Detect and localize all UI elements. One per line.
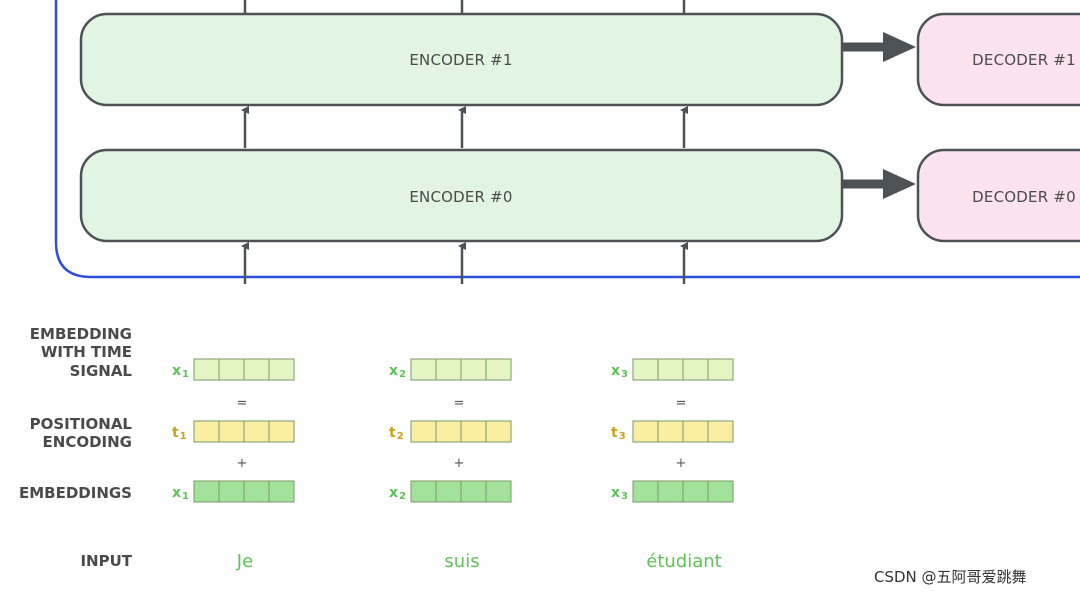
- positional-vector-cell: [485, 420, 512, 443]
- time-signal-vector-cell: [435, 358, 462, 381]
- row-label-embeddings: EMBEDDINGS: [19, 484, 132, 502]
- embeddings-vector-1: x1: [172, 480, 295, 503]
- time-signal-vector-cell: [682, 358, 709, 381]
- positional-vector-1: t1: [172, 420, 295, 443]
- time-signal-vector-cell: [268, 358, 295, 381]
- time-signal-vector-cell: [410, 358, 437, 381]
- time-signal-vector-cell: [193, 358, 220, 381]
- encoder-1-label: ENCODER #1: [409, 51, 512, 69]
- row-label-input: INPUT: [80, 552, 132, 570]
- plus-operator: +: [237, 456, 248, 471]
- embeddings-vector-cell: [707, 480, 734, 503]
- time-signal-vector-cell: [218, 358, 245, 381]
- encoder-0: ENCODER #0: [79, 148, 844, 243]
- positional-vector-cell: [460, 420, 487, 443]
- plus-operator: +: [676, 456, 687, 471]
- time-signal-vector-symbol: x1: [172, 363, 189, 380]
- embeddings-vector-symbol: x3: [611, 485, 628, 502]
- input-word-3: étudiant: [646, 551, 721, 572]
- plus-operator: +: [454, 456, 465, 471]
- time-signal-vector-cell: [243, 358, 270, 381]
- time-signal-vector-3: x3: [611, 358, 734, 381]
- embeddings-vector-3: x3: [611, 480, 734, 503]
- mid-arrows: [241, 106, 688, 148]
- watermark: CSDN @五阿哥爱跳舞: [874, 568, 1027, 586]
- embeddings-vector-cell: [657, 480, 684, 503]
- embeddings-vector-symbol: x2: [389, 485, 406, 502]
- row-label-positional: POSITIONAL ENCODING: [30, 415, 133, 451]
- decoder-1-label: DECODER #1: [972, 51, 1076, 69]
- embeddings-vector-cell: [193, 480, 220, 503]
- equals-operator: =: [454, 396, 465, 411]
- positional-vector-cell: [410, 420, 437, 443]
- time-signal-vector-symbol: x3: [611, 363, 628, 380]
- positional-vector-cell: [657, 420, 684, 443]
- positional-vector-cell: [435, 420, 462, 443]
- positional-vector-cell: [243, 420, 270, 443]
- input-word-1: Je: [236, 551, 253, 572]
- row-label-positional-line-2: ENCODING: [43, 433, 132, 451]
- row-label-time-signal-line-3: SIGNAL: [70, 362, 133, 380]
- row-label-positional-line-1: POSITIONAL: [30, 415, 133, 433]
- encoder-1-box: [79, 12, 844, 107]
- vector-columns: x1 t1 x1 = + Je x2 t2 x2 = + suis x3 t3 x3 = + étudiant: [172, 358, 734, 572]
- embeddings-vector-2: x2: [389, 480, 512, 503]
- bottom-arrows: [241, 242, 688, 284]
- encoder-0-label: ENCODER #0: [409, 188, 512, 206]
- time-signal-vector-2: x2: [389, 358, 512, 381]
- time-signal-vector-cell: [707, 358, 734, 381]
- decoder-0: DECODER #0: [916, 148, 1080, 243]
- encoder-1-to-decoder-1-arrow: [843, 32, 916, 62]
- positional-vector-symbol: t3: [611, 425, 626, 442]
- embeddings-vector-cell: [485, 480, 512, 503]
- row-label-time-signal-line-2: WITH TIME: [41, 343, 132, 361]
- decoder-0-label: DECODER #0: [972, 188, 1076, 206]
- row-label-time-signal-line-1: EMBEDDING: [30, 325, 132, 343]
- equals-operator: =: [676, 396, 687, 411]
- time-signal-vector-symbol: x2: [389, 363, 406, 380]
- positional-vector-cell: [268, 420, 295, 443]
- decoder-0-box: [916, 148, 1080, 243]
- encoder-1: ENCODER #1: [79, 12, 844, 107]
- positional-vector-2: t2: [389, 420, 512, 443]
- embeddings-vector-symbol: x1: [172, 485, 189, 502]
- time-signal-vector-cell: [657, 358, 684, 381]
- embeddings-vector-cell: [682, 480, 709, 503]
- positional-vector-symbol: t1: [172, 425, 187, 442]
- input-word-2: suis: [444, 551, 479, 572]
- row-label-time-signal: EMBEDDING WITH TIME SIGNAL: [30, 325, 133, 380]
- embeddings-vector-cell: [460, 480, 487, 503]
- embeddings-vector-cell: [435, 480, 462, 503]
- positional-vector-symbol: t2: [389, 425, 404, 442]
- embeddings-vector-cell: [243, 480, 270, 503]
- top-arrows: [243, 0, 686, 13]
- encoder-stack-outline: [54, 0, 1080, 279]
- encoder-0-box: [79, 148, 844, 243]
- time-signal-vector-cell: [632, 358, 659, 381]
- positional-vector-cell: [707, 420, 734, 443]
- column-2: x2 t2 x2 = + suis: [389, 358, 512, 572]
- time-signal-vector-1: x1: [172, 358, 295, 381]
- encoder-0-to-decoder-0-arrow: [843, 169, 916, 199]
- embeddings-vector-cell: [632, 480, 659, 503]
- decoder-1: DECODER #1: [916, 12, 1080, 107]
- equals-operator: =: [237, 396, 248, 411]
- embeddings-vector-cell: [410, 480, 437, 503]
- column-1: x1 t1 x1 = + Je: [172, 358, 295, 572]
- positional-vector-cell: [218, 420, 245, 443]
- positional-vector-cell: [193, 420, 220, 443]
- time-signal-vector-cell: [485, 358, 512, 381]
- embeddings-vector-cell: [268, 480, 295, 503]
- positional-vector-3: t3: [611, 420, 734, 443]
- time-signal-vector-cell: [460, 358, 487, 381]
- decoder-1-box: [916, 12, 1080, 107]
- positional-vector-cell: [682, 420, 709, 443]
- column-3: x3 t3 x3 = + étudiant: [611, 358, 734, 572]
- positional-vector-cell: [632, 420, 659, 443]
- embeddings-vector-cell: [218, 480, 245, 503]
